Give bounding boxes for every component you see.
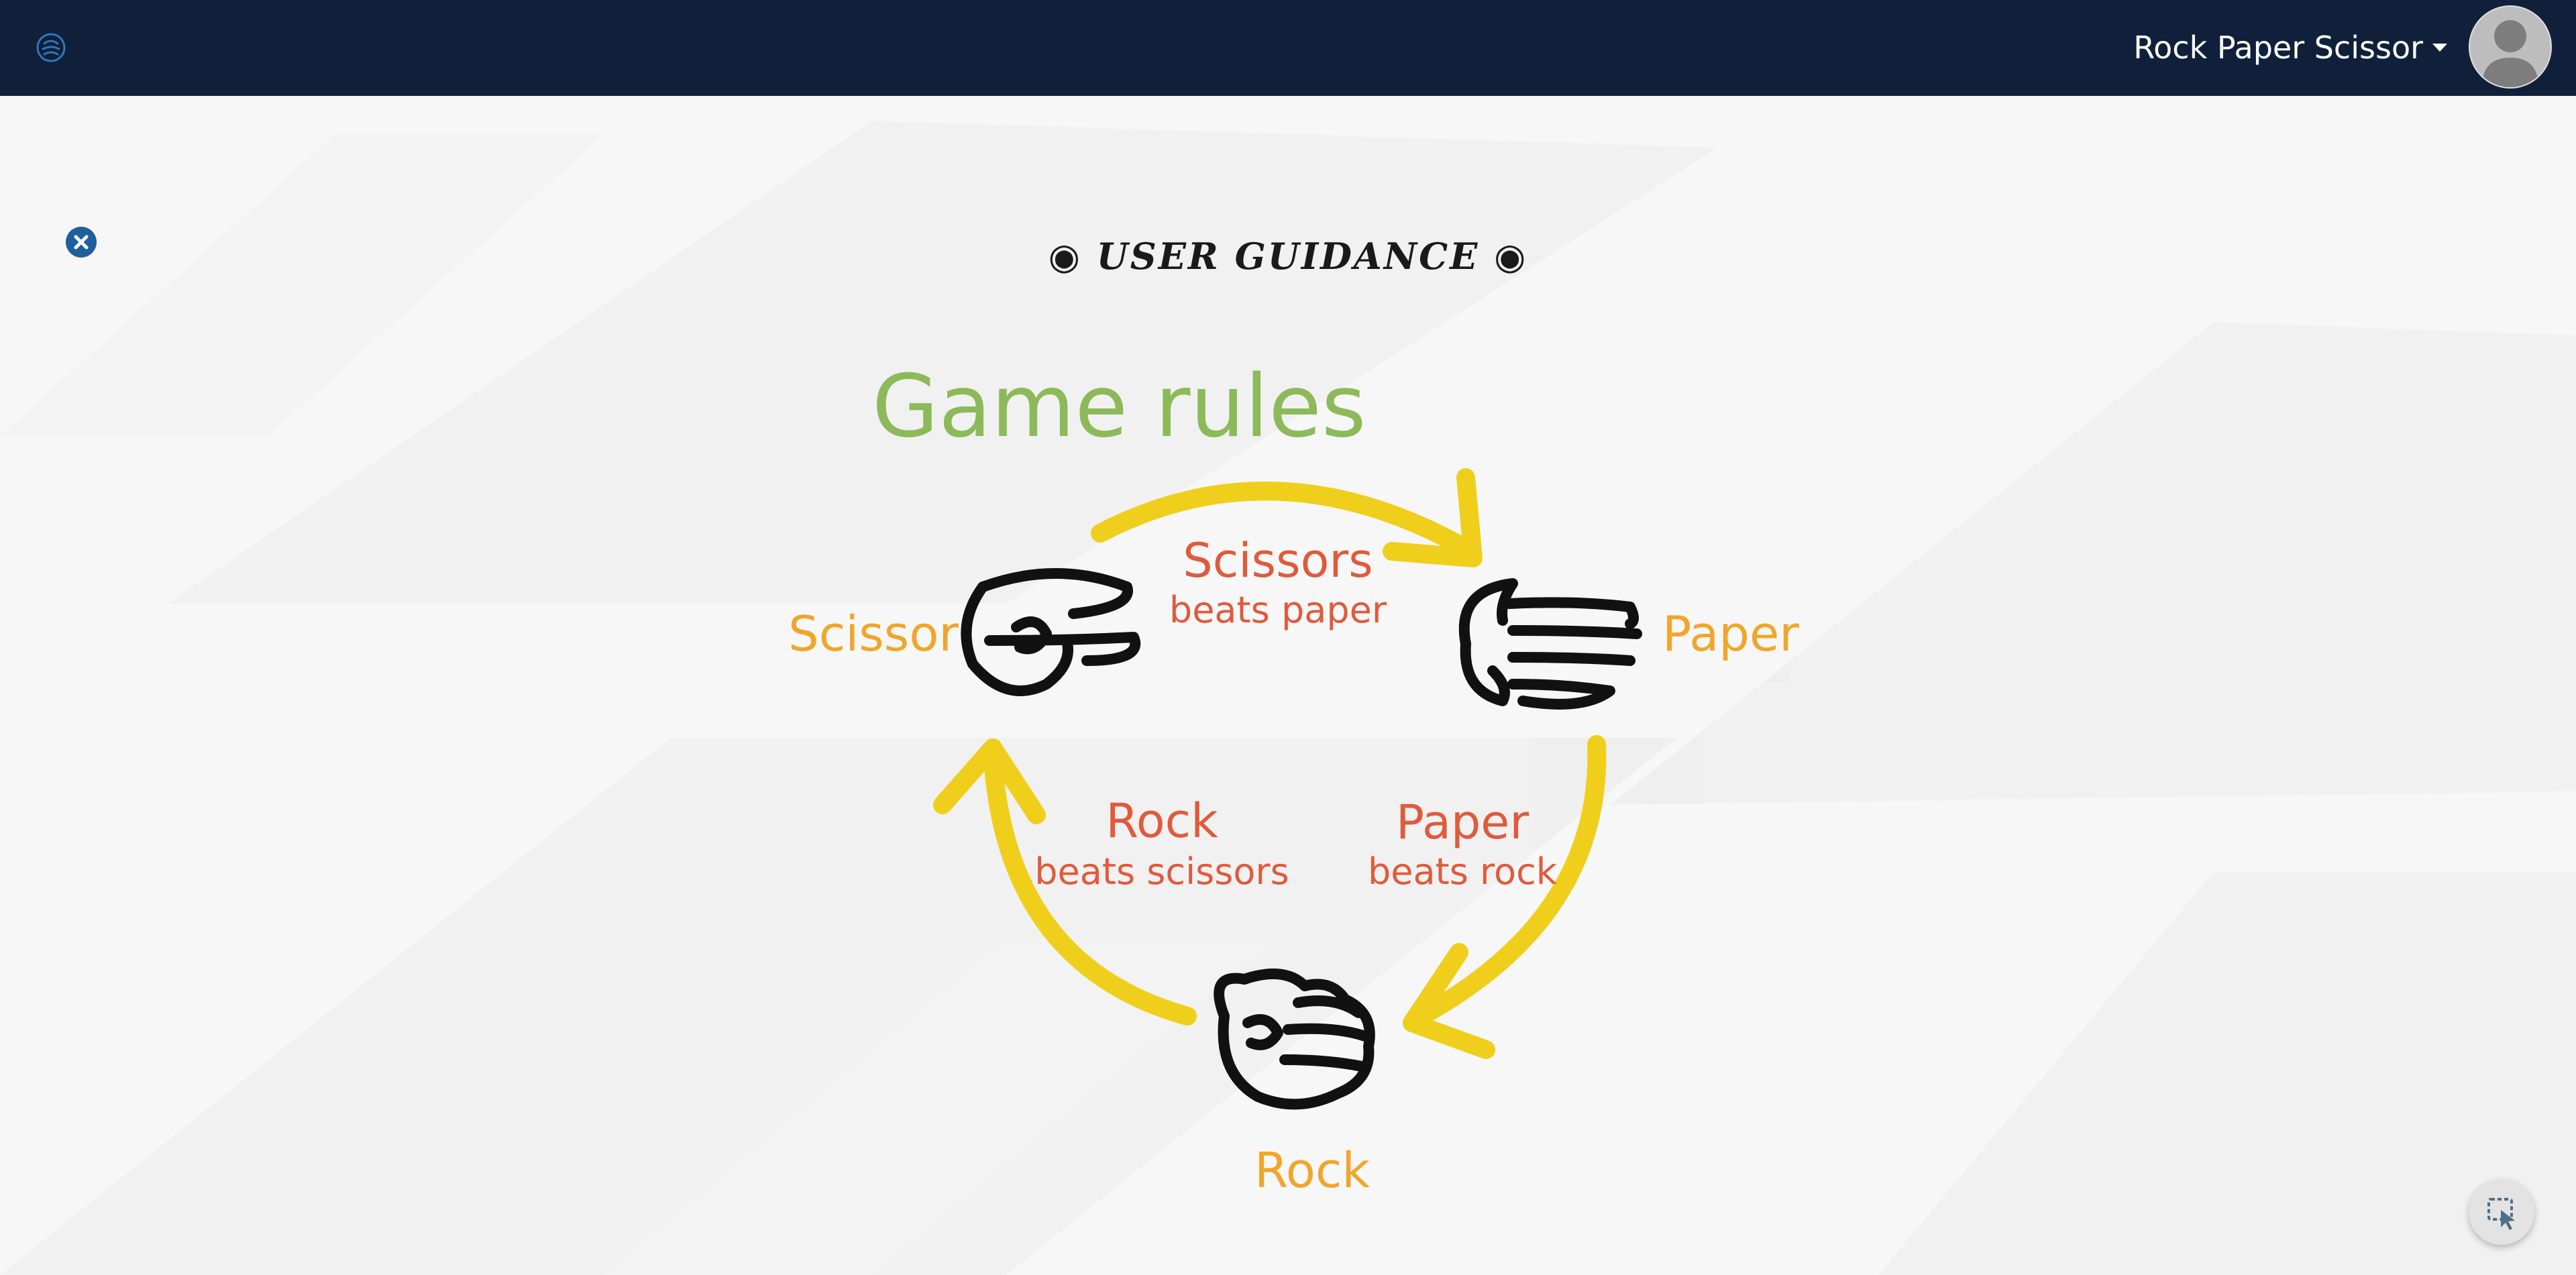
user-avatar-icon[interactable] <box>2469 5 2552 89</box>
scissor-hand-icon <box>961 568 1141 696</box>
paper-hand-icon <box>1458 578 1642 710</box>
rule-sub-paper: beats rock <box>1368 850 1558 893</box>
rule-main-scissors: Scissors <box>1183 533 1373 588</box>
left-arrow <box>933 738 1197 1025</box>
rock-hand-icon <box>1214 968 1375 1110</box>
close-guidance-button[interactable] <box>66 227 97 258</box>
rule-main-rock: Rock <box>1106 793 1218 848</box>
paper-label: Paper <box>1662 606 1799 662</box>
rock-label: Rock <box>1254 1142 1370 1199</box>
scissor-label: Scissor <box>788 606 959 662</box>
page-title: ◉ USER GUIDANCE ◉ <box>1048 235 1528 278</box>
close-circle-icon <box>74 235 89 250</box>
rule-sub-scissors: beats paper <box>1169 589 1387 631</box>
rule-main-paper: Paper <box>1396 795 1529 850</box>
top-arrow <box>1091 468 1483 567</box>
brain-icon[interactable] <box>34 30 68 65</box>
chevron-down-icon <box>2432 44 2447 52</box>
right-arrow <box>1403 735 1607 1059</box>
game-menu-label: Rock Paper Scissor <box>2133 30 2423 66</box>
cursor-select-icon <box>2487 1198 2515 1230</box>
rules-heading: Game rules <box>872 357 1366 457</box>
game-menu-dropdown[interactable]: Rock Paper Scissor <box>2133 24 2447 71</box>
top-navbar: Rock Paper Scissor <box>0 0 2576 96</box>
rule-sub-rock: beats scissors <box>1034 850 1289 893</box>
cursor-select-button[interactable] <box>2469 1179 2534 1245</box>
